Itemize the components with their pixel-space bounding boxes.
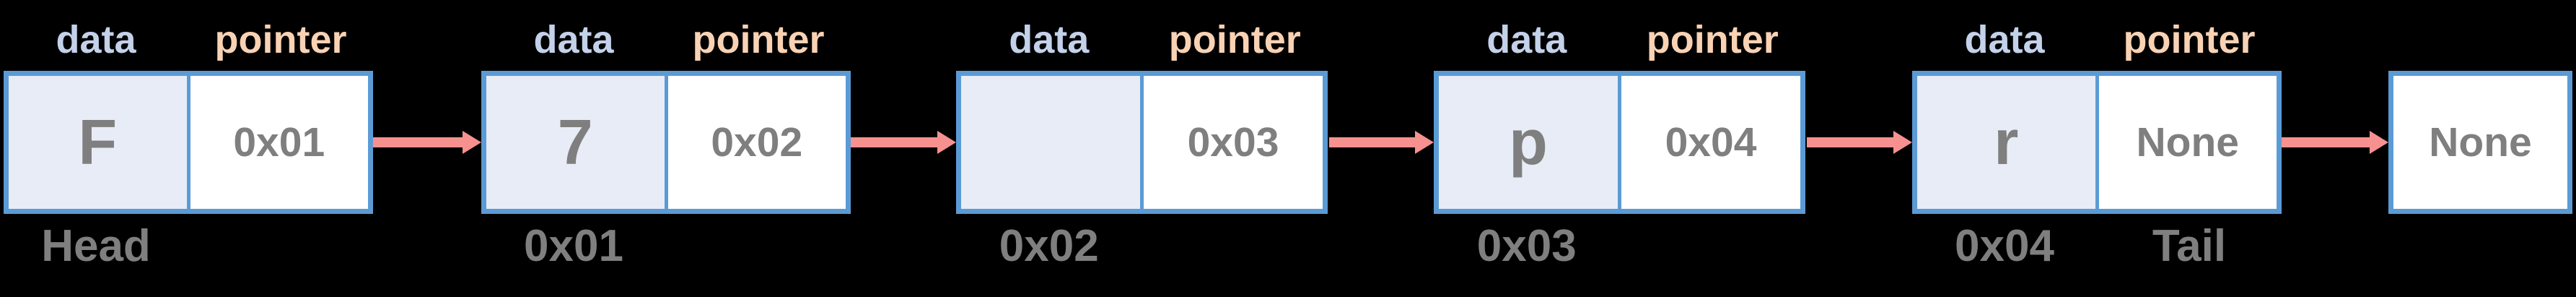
- node-4-header: data pointer: [1434, 10, 1805, 59]
- data-field-label: data: [533, 18, 614, 61]
- next-pointer-arrow-2: [851, 131, 956, 154]
- next-pointer-arrow-4: [1807, 131, 1912, 154]
- node-5-pointer-cell: None: [2098, 76, 2277, 209]
- node-2-address-label: 0x01: [524, 221, 623, 271]
- node-1-data-cell: F: [9, 76, 190, 209]
- node-2-data-cell: 7: [486, 76, 668, 209]
- node-3-header: data pointer: [956, 10, 1328, 59]
- node-2-pointer-value: 0x02: [711, 119, 803, 165]
- node-5-data-cell: r: [1917, 76, 2099, 209]
- node-5-data-value: r: [1994, 106, 2019, 178]
- node-4-address-label: 0x03: [1476, 221, 1577, 271]
- tail-label: Tail: [2152, 221, 2227, 271]
- node-1-footer-spacer: [188, 224, 373, 269]
- node-2-footer: 0x01: [481, 224, 851, 269]
- arrow-shaft: [1329, 137, 1416, 147]
- arrow-head-icon: [463, 131, 481, 154]
- node-3-pointer-value: 0x03: [1187, 119, 1279, 165]
- node-2-box: 7 0x02: [481, 71, 851, 214]
- node-4-footer-spacer: [1620, 224, 1806, 269]
- next-pointer-arrow-5: [2282, 131, 2388, 154]
- list-node-2: data pointer 7 0x02 0x01: [481, 0, 851, 297]
- node-4-box: p 0x04: [1434, 71, 1805, 214]
- arrow-head-icon: [937, 131, 956, 154]
- data-field-label: data: [1964, 18, 2045, 61]
- node-1-box: F 0x01: [4, 71, 373, 214]
- node-3-address-label: 0x02: [999, 221, 1099, 271]
- node-3-pointer-cell: 0x03: [1144, 76, 1323, 209]
- node-4-pointer-cell: 0x04: [1621, 76, 1800, 209]
- node-5-header: data pointer: [1912, 10, 2282, 59]
- node-2-footer-spacer: [666, 224, 851, 269]
- pointer-field-label: pointer: [1646, 18, 1779, 61]
- node-3-footer-spacer: [1142, 224, 1328, 269]
- next-pointer-arrow-1: [373, 131, 481, 154]
- node-5-address-label: 0x04: [1955, 221, 2054, 271]
- pointer-field-label: pointer: [1168, 18, 1301, 61]
- next-pointer-arrow-3: [1329, 131, 1434, 154]
- node-4-pointer-value: 0x04: [1665, 119, 1757, 165]
- pointer-field-label: pointer: [2123, 18, 2256, 61]
- arrow-shaft: [1807, 137, 1895, 147]
- arrow-shaft: [2282, 137, 2371, 147]
- node-3-box: 0x03: [956, 71, 1328, 214]
- node-3-data-cell: [961, 76, 1144, 209]
- head-label: Head: [41, 221, 151, 271]
- node-1-data-value: F: [78, 106, 118, 178]
- node-1-footer: Head: [4, 224, 373, 269]
- pointer-field-label: pointer: [692, 18, 825, 61]
- list-node-3: data pointer 0x03 0x02: [956, 0, 1328, 297]
- arrow-shaft: [373, 137, 464, 147]
- data-field-label: data: [1486, 18, 1567, 61]
- arrow-head-icon: [1415, 131, 1434, 154]
- node-2-data-value: 7: [557, 106, 593, 178]
- node-5-footer: 0x04 Tail: [1912, 224, 2282, 269]
- node-1-pointer-value: 0x01: [233, 119, 325, 165]
- list-node-4: data pointer p 0x04 0x03: [1434, 0, 1805, 297]
- node-2-header: data pointer: [481, 10, 851, 59]
- data-field-label: data: [56, 18, 136, 61]
- node-4-data-cell: p: [1439, 76, 1621, 209]
- data-field-label: data: [1009, 18, 1090, 61]
- node-4-data-value: p: [1509, 106, 1548, 178]
- terminator-value: None: [2429, 119, 2532, 165]
- arrow-head-icon: [2370, 131, 2388, 154]
- list-terminator-box: None: [2388, 71, 2572, 214]
- node-2-pointer-cell: 0x02: [667, 76, 846, 209]
- node-1-pointer-cell: 0x01: [190, 76, 368, 209]
- list-node-1: data pointer F 0x01 Head: [4, 0, 373, 297]
- pointer-field-label: pointer: [214, 18, 347, 61]
- list-node-5: data pointer r None 0x04 Tail: [1912, 0, 2282, 297]
- node-5-box: r None: [1912, 71, 2282, 214]
- node-4-footer: 0x03: [1434, 224, 1805, 269]
- node-1-header: data pointer: [4, 10, 373, 59]
- node-3-footer: 0x02: [956, 224, 1328, 269]
- arrow-head-icon: [1893, 131, 1912, 154]
- arrow-shaft: [851, 137, 939, 147]
- node-5-pointer-value: None: [2136, 119, 2240, 165]
